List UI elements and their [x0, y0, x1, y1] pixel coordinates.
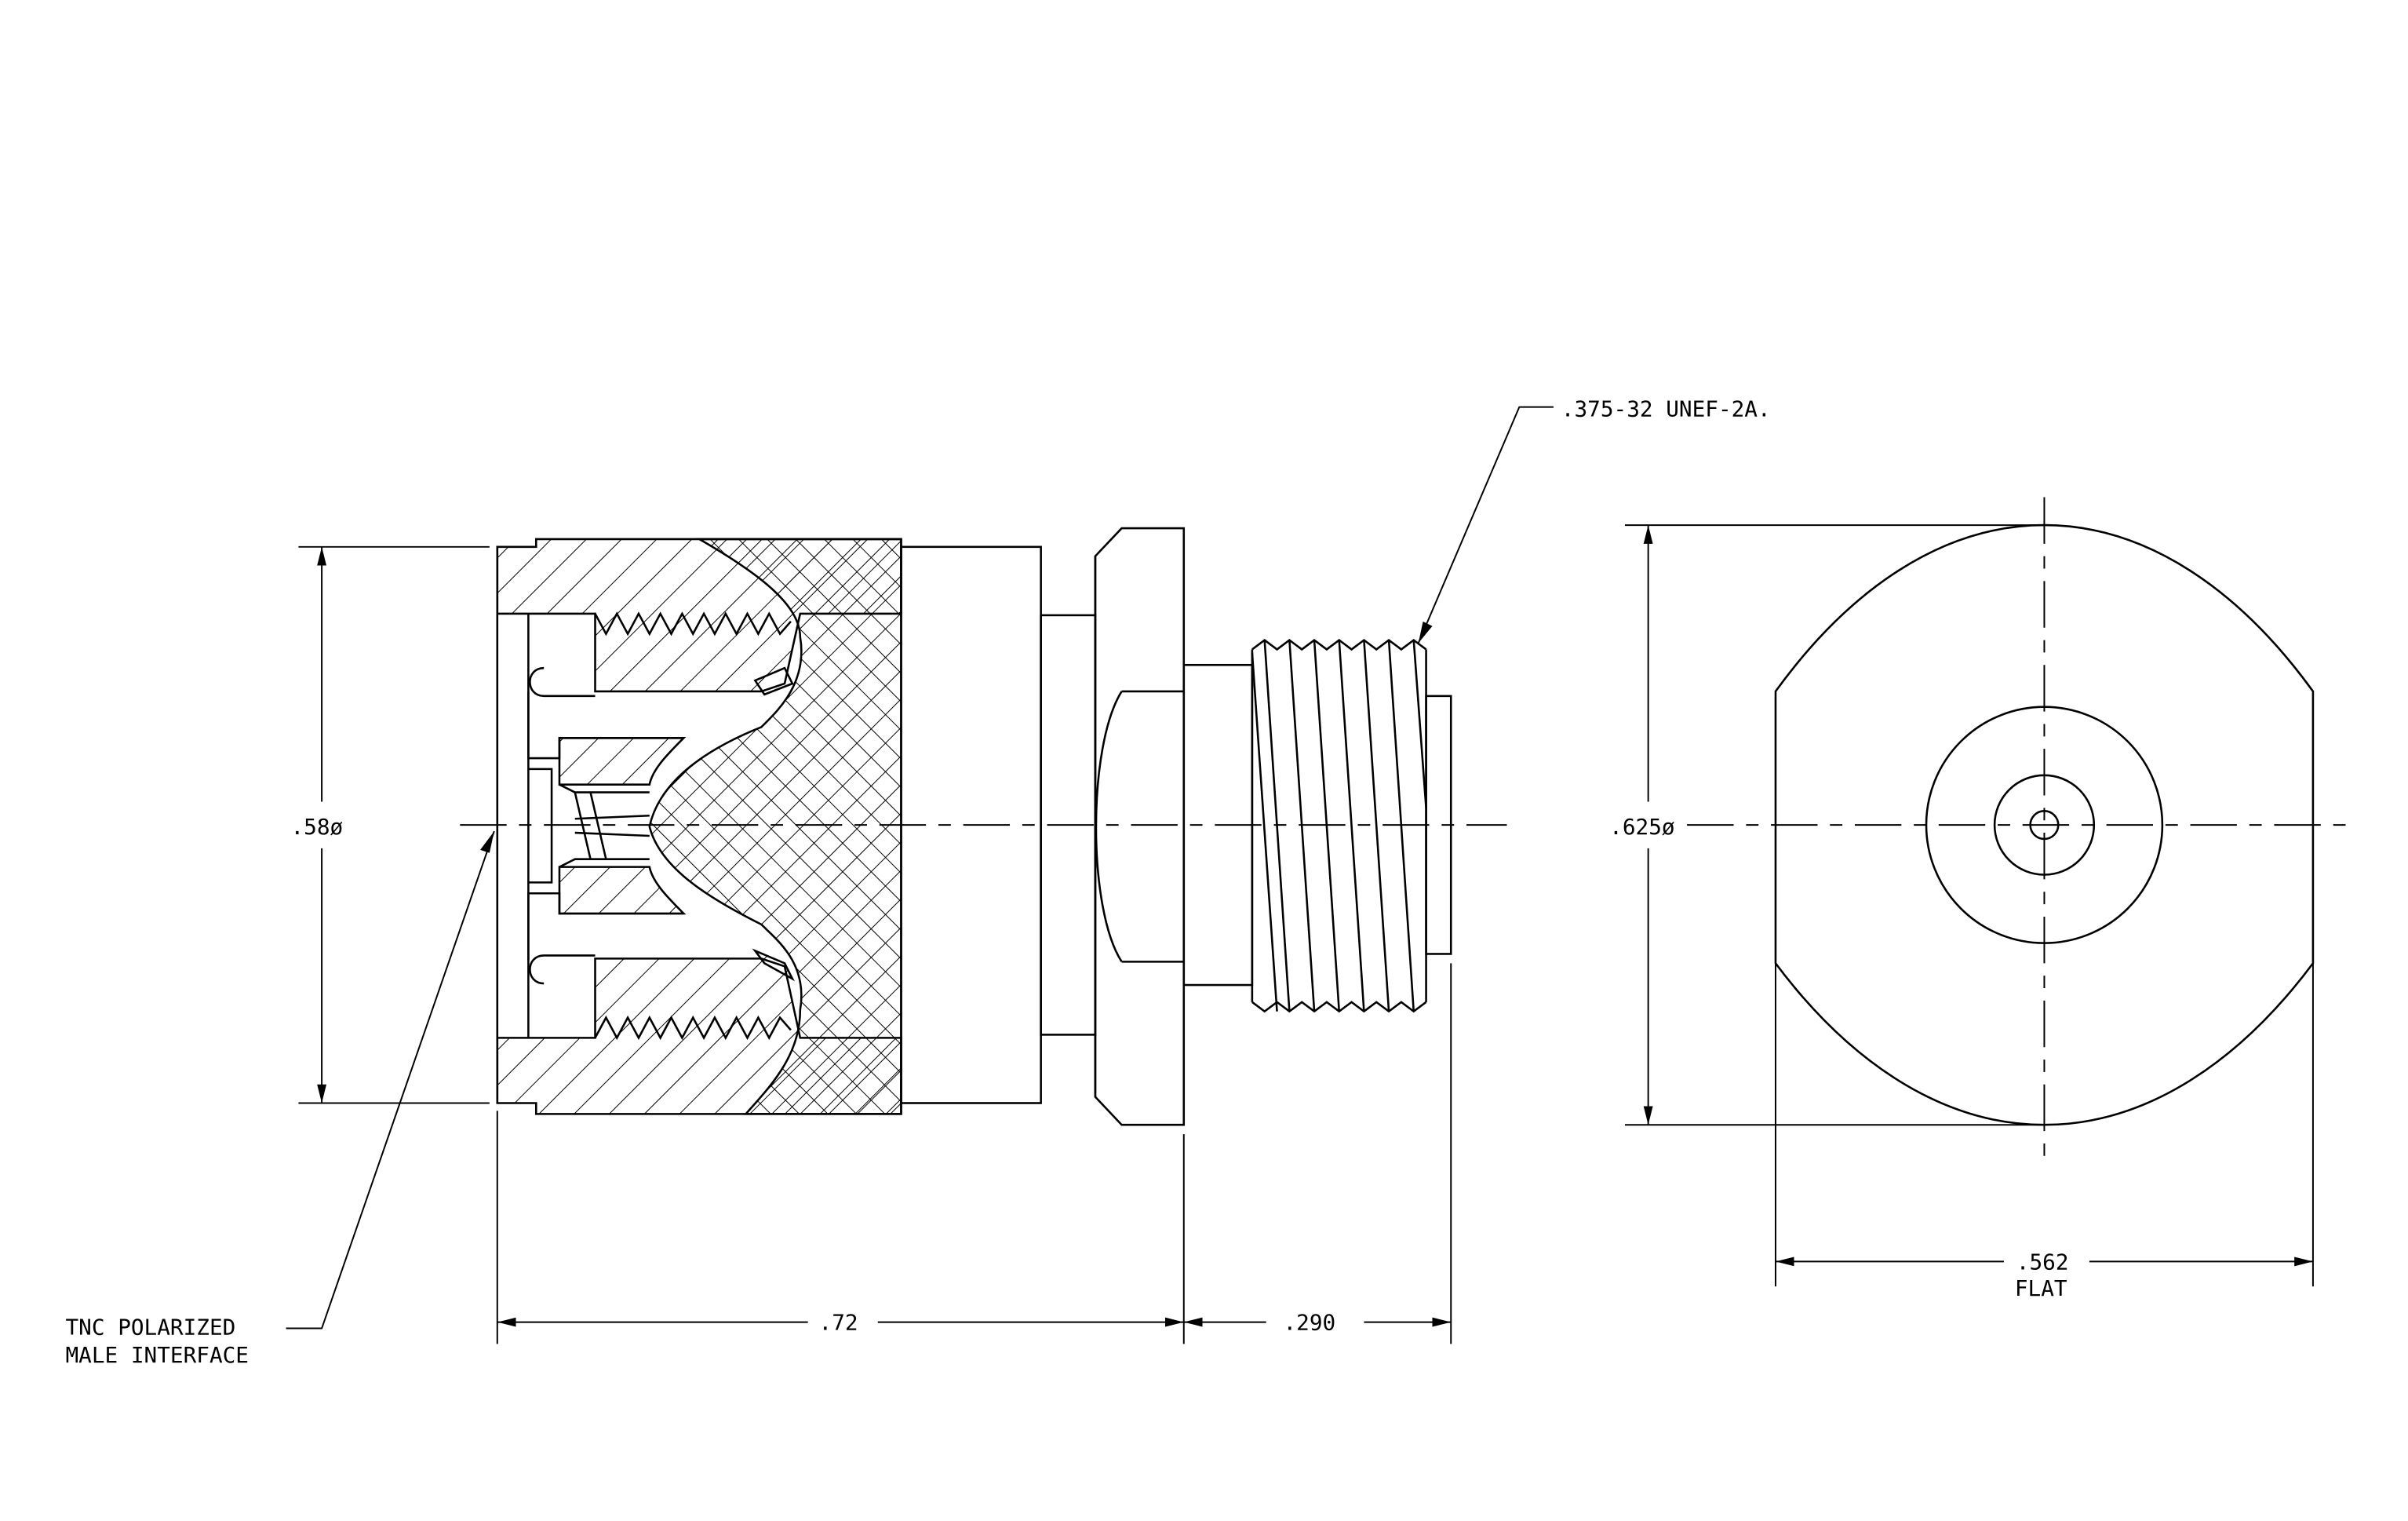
end-view [1687, 497, 2355, 1158]
flat-label: FLAT [2015, 1275, 2067, 1301]
thread-spec-label: .375-32 UNEF-2A. [1561, 396, 1771, 422]
dim-overall-length [496, 963, 1452, 1344]
thread-length-label: .290 [1283, 1310, 1335, 1336]
dim-body-diameter [298, 545, 490, 1104]
thread-leader [1417, 406, 1554, 644]
hex-diameter-label: .625ø [1609, 814, 1674, 840]
dim-flat-width [1774, 963, 2314, 1287]
interface-leader [286, 830, 495, 1330]
dim-hex-diameter [1624, 524, 2045, 1126]
inner-body-section [496, 546, 687, 1103]
flat-width-label: .562 [2016, 1249, 2069, 1275]
interface-label-line2: MALE INTERFACE [65, 1342, 249, 1368]
coupling-nut-section [496, 538, 902, 1115]
overall-length-label: .72 [819, 1310, 858, 1336]
interface-label-line1: TNC POLARIZED [65, 1314, 235, 1340]
hex-flange [1094, 527, 1186, 1126]
body-diameter-label: .58ø [291, 814, 344, 840]
